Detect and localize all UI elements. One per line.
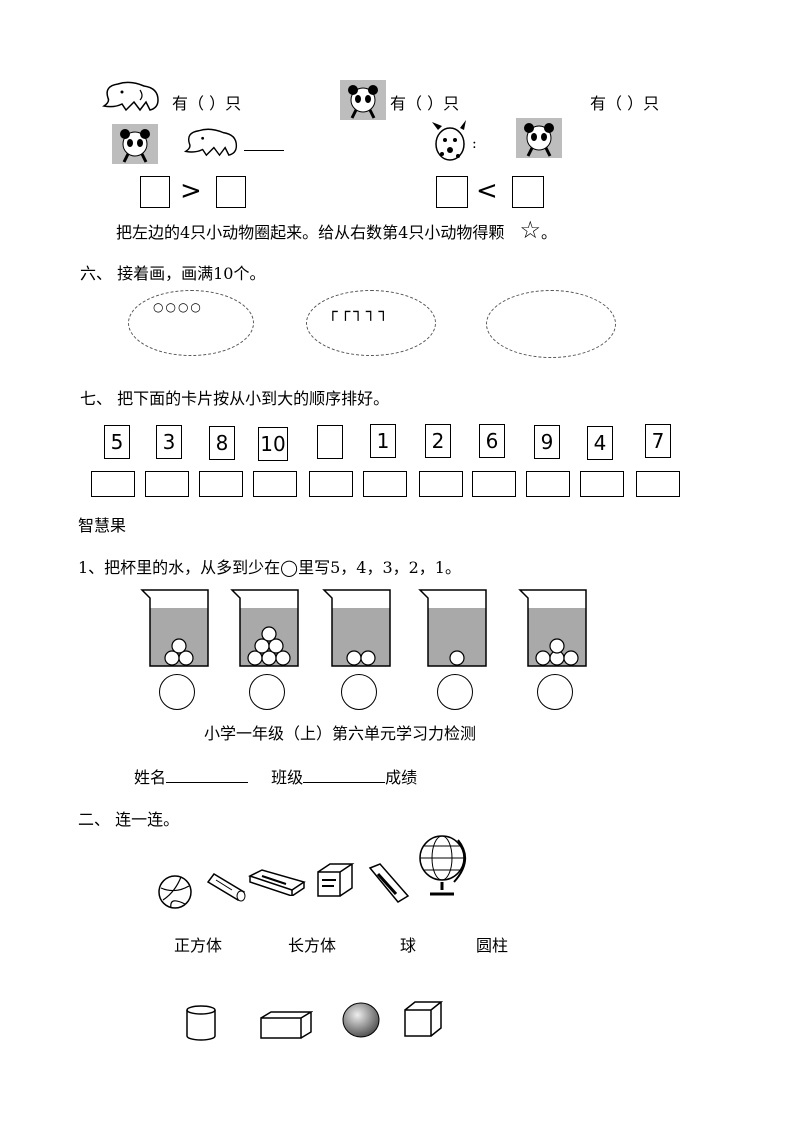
ball (261, 626, 277, 642)
cube-shape-icon (403, 1000, 444, 1042)
sphere-shape-icon (341, 1001, 381, 1043)
ball (360, 650, 376, 666)
cube-object-icon (314, 862, 356, 904)
compare-box-left-2[interactable] (216, 176, 246, 208)
number-card[interactable]: 7 (645, 424, 671, 458)
ball (535, 650, 551, 666)
shape-label-sphere: 球 (400, 936, 417, 955)
elephant-icon (182, 124, 242, 160)
ball (171, 638, 187, 654)
cylinder-shape-icon (184, 1004, 218, 1048)
count-label-panda: 有（ ）只 (390, 94, 460, 113)
water-cup (322, 588, 406, 668)
answer-circle[interactable] (159, 674, 195, 710)
number-card[interactable]: 10 (258, 427, 288, 461)
globe-icon (414, 832, 470, 904)
water-cup (418, 588, 502, 668)
shape-label-cuboid: 长方体 (288, 936, 337, 955)
count-label-elephant: 有（ ）只 (172, 94, 242, 113)
long-box-object-icon (368, 862, 412, 910)
number-card[interactable]: 1 (370, 424, 396, 458)
ball (549, 638, 565, 654)
compare-box-right-1[interactable] (436, 176, 468, 208)
answer-circle[interactable] (537, 674, 573, 710)
section-two-heading: 二、 连一连。 (78, 810, 180, 829)
answer-circle[interactable] (249, 674, 285, 710)
oval-2-marks: ┌┌┐┐┐ (328, 302, 392, 321)
number-card[interactable]: 6 (479, 424, 505, 458)
answer-slot[interactable] (199, 471, 243, 497)
drawing-oval-2[interactable] (306, 290, 436, 356)
name-label: 姓名 (134, 768, 167, 787)
answer-slot[interactable] (309, 471, 353, 497)
answer-slot[interactable] (145, 471, 189, 497)
answer-slot[interactable] (580, 471, 624, 497)
panda-icon (340, 80, 386, 120)
class-label: 班级 (271, 768, 304, 787)
info-line: 姓名 班级 成绩 (134, 764, 417, 788)
test-title: 小学一年级（上）第六单元学习力检测 (204, 724, 477, 743)
answer-slot[interactable] (419, 471, 463, 497)
wisdom-heading: 智慧果 (78, 516, 127, 535)
answer-slot[interactable] (253, 471, 297, 497)
number-card[interactable]: 5 (104, 425, 130, 459)
wisdom-question: 1、把杯里的水，从多到少在◯里写5，4，3，2，1。 (78, 558, 461, 577)
number-card[interactable] (317, 425, 343, 459)
answer-circle[interactable] (341, 674, 377, 710)
oval-1-marks: ○○○○ (153, 300, 203, 314)
answer-slot[interactable] (91, 471, 135, 497)
compare-box-right-2[interactable] (512, 176, 544, 208)
instruction-text: 把左边的4只小动物圈起来。给从右数第4只小动物得颗 (116, 223, 505, 242)
ball (268, 638, 284, 654)
water-cup (518, 588, 602, 668)
ball (178, 650, 194, 666)
star-icon: ☆ (519, 216, 541, 244)
shape-label-cube: 正方体 (174, 936, 223, 955)
panda-icon (516, 118, 562, 158)
number-card[interactable]: 9 (534, 425, 560, 459)
compare-box-left-1[interactable] (140, 176, 170, 208)
ball (275, 650, 291, 666)
shape-label-cylinder: 圆柱 (476, 936, 509, 955)
number-card[interactable]: 3 (156, 425, 182, 459)
section-six-heading: 六、 接着画，画满10个。 (80, 264, 266, 283)
section-seven-heading: 七、 把下面的卡片按从小到大的顺序排好。 (80, 389, 390, 408)
answer-slot[interactable] (363, 471, 407, 497)
panda-icon (112, 124, 158, 164)
number-card[interactable]: 4 (587, 426, 613, 460)
water-cup (230, 588, 314, 668)
answer-slot[interactable] (472, 471, 516, 497)
answer-circle[interactable] (437, 674, 473, 710)
ball (449, 650, 465, 666)
count-label-dog: 有（ ）只 (590, 94, 660, 113)
dog-icon: : (428, 118, 482, 168)
svg-text::: : (472, 136, 477, 152)
ball (563, 650, 579, 666)
number-card[interactable]: 8 (209, 426, 235, 460)
water-cup (140, 588, 224, 668)
instruction-line: 把左边的4只小动物圈起来。给从右数第4只小动物得颗 ☆。 (116, 216, 557, 244)
score-label: 成绩 (385, 768, 418, 787)
box-object-icon (246, 866, 308, 900)
answer-slot[interactable] (636, 471, 680, 497)
name-field[interactable] (166, 766, 249, 783)
ball (346, 650, 362, 666)
answer-line[interactable] (244, 150, 284, 151)
greater-than-symbol: > (180, 176, 202, 206)
class-field[interactable] (303, 766, 386, 783)
elephant-icon (100, 78, 164, 114)
period: 。 (540, 223, 557, 242)
number-card[interactable]: 2 (425, 424, 451, 458)
volleyball-icon (157, 874, 193, 914)
cuboid-shape-icon (259, 1010, 314, 1044)
cylinder-object-icon (204, 872, 250, 912)
answer-slot[interactable] (526, 471, 570, 497)
less-than-symbol: < (476, 176, 498, 206)
drawing-oval-1[interactable] (128, 290, 254, 356)
drawing-oval-3[interactable] (486, 290, 616, 358)
